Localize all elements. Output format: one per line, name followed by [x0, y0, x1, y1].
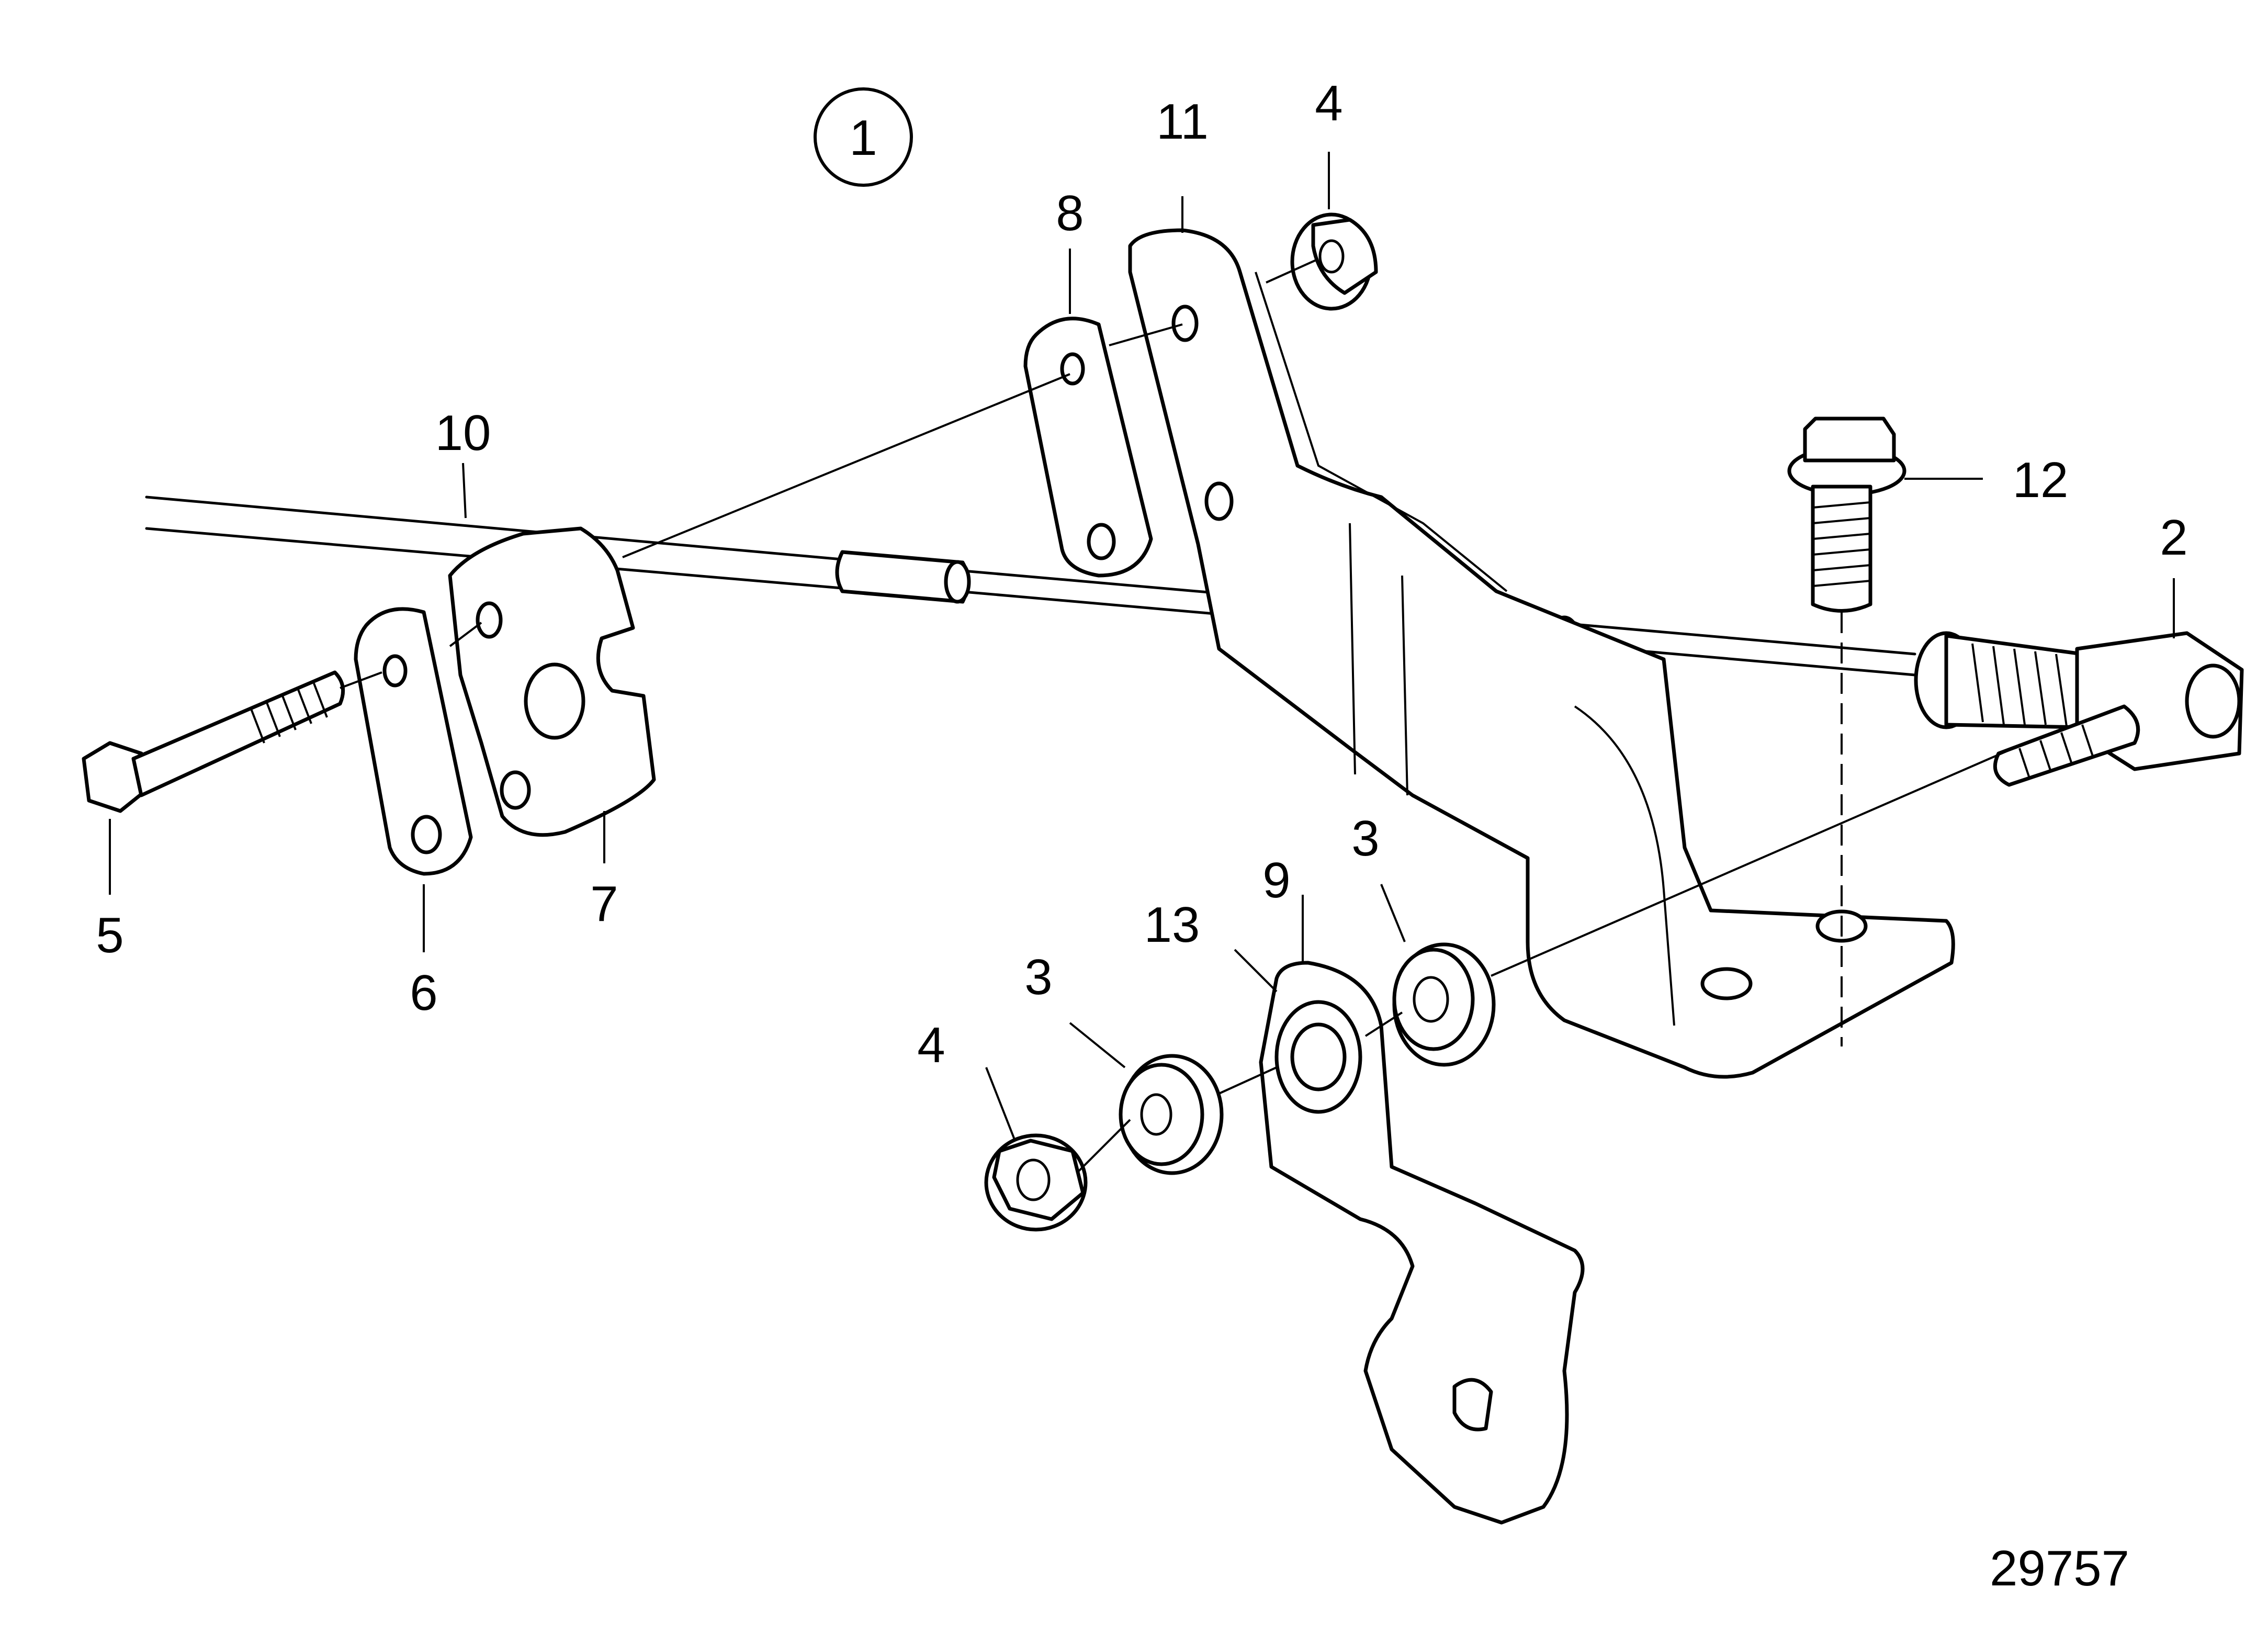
flange-nut-lower — [984, 1133, 1088, 1232]
callout-4-top: 4 — [1315, 75, 1342, 131]
cable-end-fitting — [1914, 631, 2244, 787]
callout-2: 2 — [2160, 510, 2187, 566]
washer-3-lower — [1119, 1054, 1224, 1175]
bolt-12 — [1787, 416, 1906, 1046]
view-marker-label: 1 — [849, 110, 877, 166]
callout-4-lower: 4 — [917, 1017, 945, 1073]
washer-3-upper — [1392, 942, 1496, 1067]
callout-13: 13 — [1144, 897, 1200, 953]
callout-7: 7 — [590, 876, 618, 932]
view-marker: 1 — [814, 87, 913, 187]
lever-9 — [1259, 961, 1585, 1525]
cable-clamp-7 — [448, 526, 656, 837]
link-plate-6 — [354, 607, 473, 876]
callout-8: 8 — [1056, 185, 1084, 241]
callout-6: 6 — [410, 965, 437, 1021]
callout-10: 10 — [435, 405, 491, 461]
callout-3-upper: 3 — [1351, 810, 1379, 866]
callout-12: 12 — [2013, 452, 2069, 508]
callout-3-lower: 3 — [1024, 949, 1052, 1005]
leader-lines — [109, 152, 2175, 1141]
callout-labels: 2 3 3 4 4 5 6 7 8 9 10 11 12 13 — [96, 75, 2187, 1073]
callout-11: 11 — [1156, 94, 1209, 150]
drawing-number: 29757 — [1990, 1540, 2129, 1596]
callout-9: 9 — [1262, 852, 1290, 908]
flange-nut-top — [1290, 212, 1378, 311]
bolt-5 — [82, 670, 345, 813]
callout-5: 5 — [96, 907, 123, 963]
link-plate-8 — [1023, 317, 1153, 578]
mounting-bracket — [1128, 228, 1955, 1079]
